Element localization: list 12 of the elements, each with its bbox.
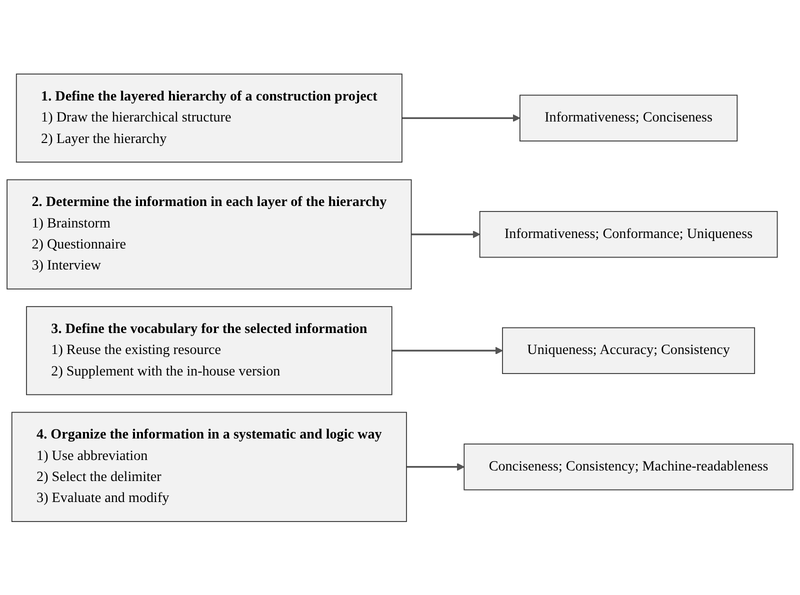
node-box [26,306,392,395]
arrow [411,230,480,238]
arrow [392,346,503,354]
arrow [402,114,520,122]
node-box [502,327,756,374]
node-box [464,443,794,490]
node-box [11,412,407,522]
node-box [16,73,402,162]
node-box [479,210,778,258]
node-box [6,179,412,290]
arrow [406,462,464,470]
node-box [519,94,738,142]
